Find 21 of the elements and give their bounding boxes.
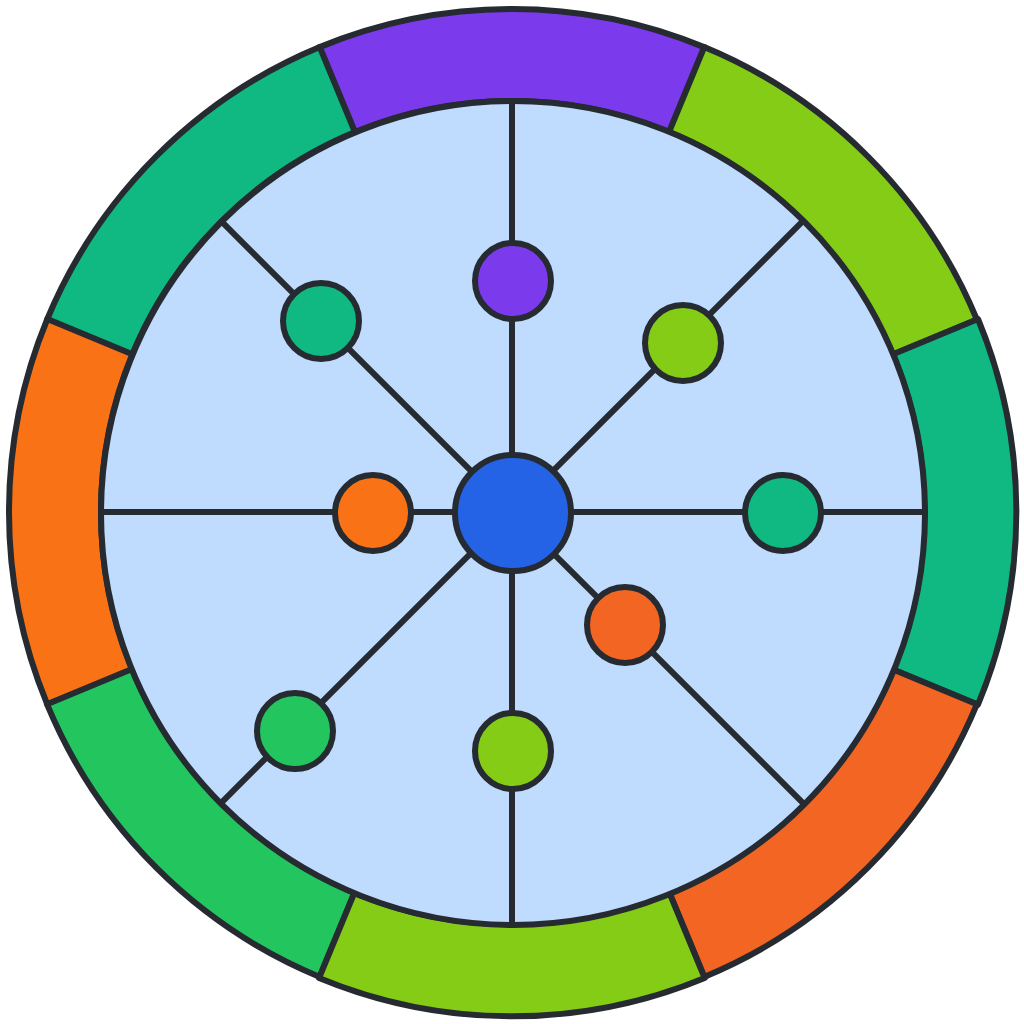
spoke-line [509,570,515,712]
hub-circle [451,451,573,573]
spoke-line [509,318,515,454]
spoke-line [344,344,474,474]
spoke-line [550,550,600,600]
ring-segment [5,316,135,708]
spoke-line [550,366,658,474]
spoke-line [218,218,296,296]
spoke-line [706,218,806,318]
spoke-line [648,648,806,806]
spoke-line [509,788,515,924]
spoke-line [100,509,334,515]
spoke-line [570,509,744,515]
spoke-line [410,509,454,515]
ring-segment [316,889,708,1019]
spoke-line [820,509,924,515]
wheel-disc [97,97,927,927]
spoke-line [318,550,474,706]
spoke-line [509,100,515,242]
spoke-line [218,754,270,806]
ring-segment [889,316,1019,708]
